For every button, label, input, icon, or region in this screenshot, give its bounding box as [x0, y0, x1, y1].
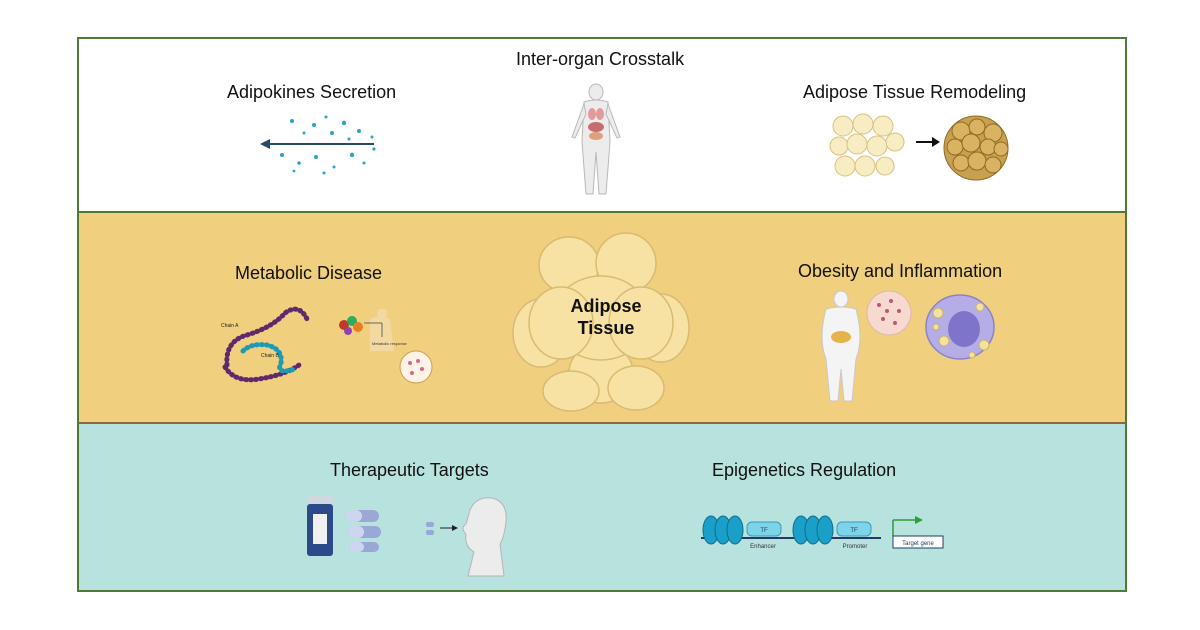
top-band: Inter-organ Crosstalk Adipokines Secreti…: [79, 39, 1125, 213]
epigenetics-label: Epigenetics Regulation: [712, 460, 897, 480]
middle-band: Metabolic Disease Obesity and Inflammati…: [79, 213, 1125, 424]
diagram-frame: Inter-organ Crosstalk Adipokines Secreti…: [77, 37, 1127, 592]
loose-adipocytes-icon: [829, 113, 905, 177]
remodeling-arrow-icon: [916, 137, 940, 147]
chain-b-label: Chain B: [261, 353, 279, 359]
tf1-label: TF: [760, 528, 768, 534]
adipokines-label: Adipokines Secretion: [227, 82, 397, 102]
metabolic-response-label: Metabolic response: [372, 341, 407, 346]
metabolic-disease-label: Metabolic Disease: [235, 263, 383, 283]
epigenetics-diagram-icon: TF TF Enhancer Promoter Target gene: [701, 515, 944, 550]
pill-bottle-icon: [307, 496, 381, 556]
human-body-icon: [571, 83, 621, 195]
metabolic-response-icon: Metabolic response: [339, 309, 433, 384]
center-title: Adipose Tissue: [551, 295, 661, 339]
secretion-dots-icon: [260, 115, 376, 175]
obese-body-icon: [821, 290, 861, 402]
bottom-band: Therapeutic Targets Epigenetics Regulati…: [79, 424, 1125, 590]
center-title-line1: Adipose: [570, 296, 642, 316]
promoter-label: Promoter: [843, 544, 868, 550]
therapeutic-targets-label: Therapeutic Targets: [330, 460, 489, 480]
dense-adipocytes-icon: [943, 115, 1009, 181]
tf2-label: TF: [850, 528, 858, 534]
macrophage-icon: [925, 294, 995, 360]
center-title-line2: Tissue: [577, 318, 635, 338]
adipose-tissue-cluster-icon: [512, 232, 690, 412]
patient-head-icon: [426, 497, 507, 577]
enhancer-label: Enhancer: [750, 544, 776, 550]
chain-a-label: Chain A: [221, 323, 239, 329]
crosstalk-label: Inter-organ Crosstalk: [516, 49, 685, 69]
remodeling-label: Adipose Tissue Remodeling: [803, 82, 1027, 102]
obesity-label: Obesity and Inflammation: [798, 261, 1003, 281]
inflamed-tissue-icon: [866, 290, 912, 336]
protein-chains-icon: Chain A Chain B: [221, 306, 310, 383]
target-gene-label: Target gene: [902, 541, 934, 547]
